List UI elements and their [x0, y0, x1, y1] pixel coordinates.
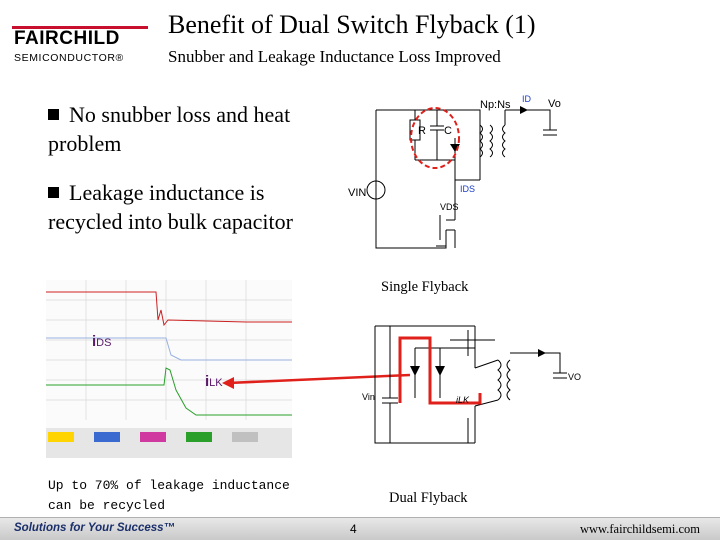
- label-ids: IDS: [460, 184, 475, 194]
- bullet-1-text: No snubber loss and heat problem: [48, 102, 291, 156]
- logo-wordmark: FAIRCHILD: [14, 28, 120, 49]
- dual-flyback-schematic: Vin iLK VO: [362, 325, 581, 444]
- dual-label-ilk: iLK: [456, 395, 470, 405]
- page-number: 4: [350, 522, 357, 536]
- ids-waveform-label: iDS: [92, 333, 112, 350]
- footer-bar: Solutions for Your Success™ 4 www.fairch…: [0, 517, 720, 540]
- label-c: C: [444, 125, 452, 137]
- logo-subtitle: SEMICONDUCTOR®: [14, 52, 124, 64]
- fairchild-logo: FAIRCHILD SEMICONDUCTOR®: [12, 22, 152, 74]
- slide-title: Benefit of Dual Switch Flyback (1): [168, 10, 536, 39]
- slide-subtitle: Snubber and Leakage Inductance Loss Impr…: [168, 47, 501, 66]
- label-np-ns: Np:Ns: [480, 99, 511, 111]
- recycle-note: Up to 70% of leakage inductance can be r…: [48, 478, 290, 513]
- footer-url: www.fairchildsemi.com: [580, 522, 700, 536]
- dual-label-vin: Vin: [362, 392, 375, 402]
- single-flyback-schematic: Np:Ns ID Vo R C VIN IDS VDS: [348, 94, 561, 249]
- label-vds: VDS: [440, 202, 459, 212]
- label-r: R: [418, 125, 426, 137]
- ilk-arrow: [222, 373, 411, 389]
- dual-label-vo: VO: [568, 372, 581, 382]
- label-id: ID: [522, 94, 532, 104]
- single-flyback-caption: Single Flyback: [381, 279, 469, 295]
- bullet-2: Leakage inductance is recycled into bulk…: [48, 178, 328, 236]
- logo-red-bar: [12, 26, 148, 50]
- label-vin: VIN: [348, 187, 366, 199]
- bullet-1: No snubber loss and heat problem: [48, 100, 328, 158]
- bullet-square-icon: [48, 187, 59, 198]
- label-vo: Vo: [548, 98, 561, 110]
- dual-flyback-caption: Dual Flyback: [389, 490, 468, 506]
- oscilloscope-capture: [46, 280, 292, 458]
- ilk-waveform-label: iLK: [205, 373, 223, 390]
- bullet-square-icon: [48, 109, 59, 120]
- bullet-2-text: Leakage inductance is recycled into bulk…: [48, 180, 293, 234]
- footer-slogan: Solutions for Your Success™: [14, 522, 176, 534]
